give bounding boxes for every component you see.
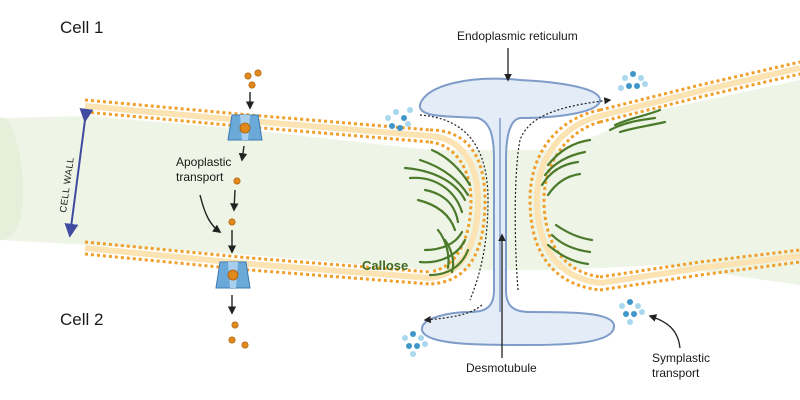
symplastic-molecules-bottom-left [402,331,428,357]
membrane-bottom-right [599,248,800,292]
callose-label: Callose [362,258,408,273]
cell-wall-band [0,80,800,285]
symplastic-label-arrow [648,314,681,349]
membrane-top-right [599,60,800,124]
symplastic-label-line1: Symplastic [652,351,710,365]
apoplastic-arrows [199,92,255,315]
apoplastic-molecules [228,69,262,349]
cell-1-label: Cell 1 [60,18,103,37]
transporter-top [227,114,263,141]
cell-wall-double-arrow [64,107,94,238]
symplastic-molecules-bottom-right [619,299,645,325]
cell-2-label: Cell 2 [60,310,103,329]
cell-wall-left-cap [0,117,24,240]
apoplastic-label-line1: Apoplastic [176,155,231,169]
apoplastic-label-line2: transport [176,170,224,184]
symplastic-molecules-top-left [385,107,413,131]
membrane-bottom-left [84,240,431,286]
symplastic-path-bottom-left [423,304,483,324]
symplastic-molecules-top-right [618,71,648,91]
callose-deposits [403,108,667,277]
symplastic-path-top-right [514,97,612,291]
pore-membrane-right [528,108,601,292]
symplastic-label-line2: transport [652,366,700,380]
transporter-bottom [215,261,251,289]
er-label: Endoplasmic reticulum [457,29,578,43]
desmotubule-label: Desmotubule [466,361,537,375]
symplastic-path-top-left [419,114,489,301]
